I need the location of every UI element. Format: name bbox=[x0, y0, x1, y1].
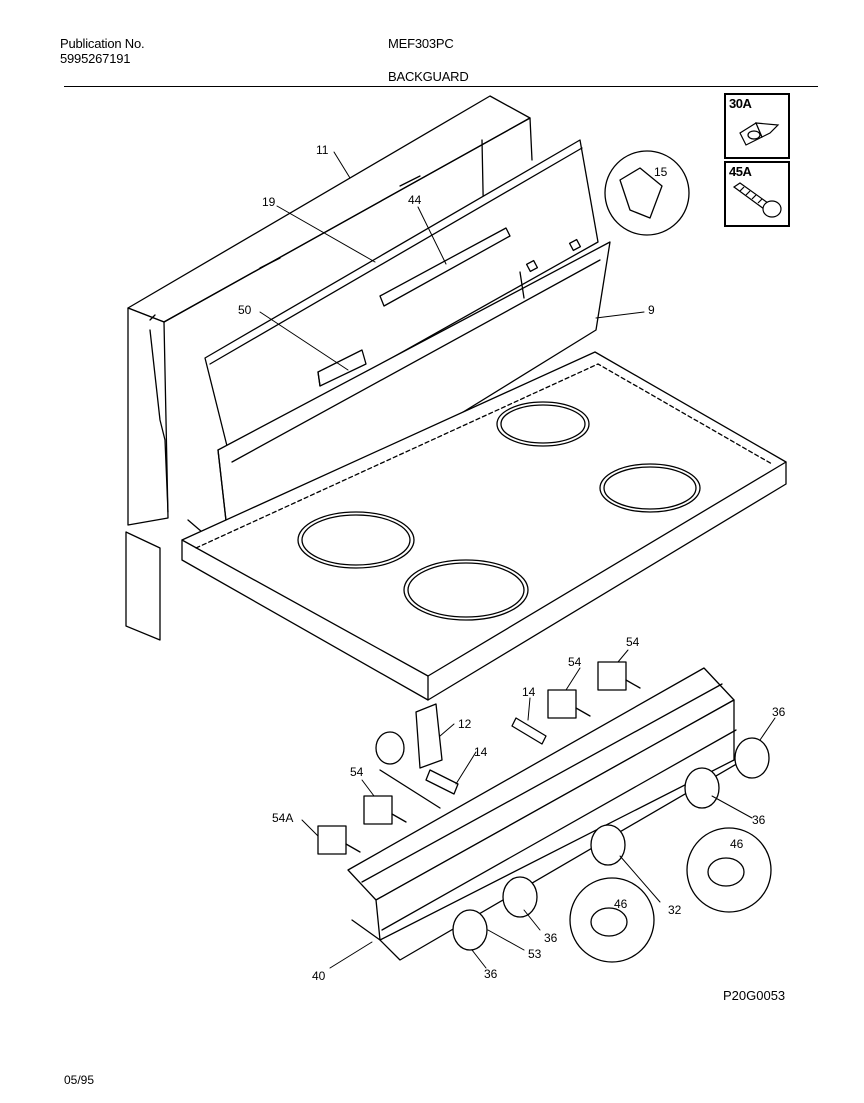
callout-46-mid: 46 bbox=[614, 897, 628, 911]
callout-15: 15 bbox=[654, 165, 668, 179]
callout-40: 40 bbox=[312, 969, 326, 983]
callout-44: 44 bbox=[408, 193, 422, 207]
figure-reference-code: P20G0053 bbox=[723, 988, 786, 1003]
callout-53: 53 bbox=[528, 947, 542, 961]
callout-14-top: 14 bbox=[522, 685, 536, 699]
callout-labels: 11 19 44 15 50 9 54 54 14 12 14 54 54A 3… bbox=[238, 143, 786, 983]
indicator-lamps bbox=[425, 717, 547, 795]
callout-36-right: 36 bbox=[772, 705, 786, 719]
inset-part-45a: 45A bbox=[724, 161, 790, 227]
inset-30a-label: 30A bbox=[729, 96, 752, 111]
screw-icon bbox=[732, 182, 782, 218]
control-manifold bbox=[347, 667, 765, 961]
publication-label: Publication No. bbox=[60, 36, 145, 51]
callout-12: 12 bbox=[458, 717, 472, 731]
callout-46-right: 46 bbox=[730, 837, 744, 851]
callout-50: 50 bbox=[238, 303, 252, 317]
bracket-detail-circle bbox=[604, 150, 690, 236]
callout-54-left: 54 bbox=[350, 765, 364, 779]
section-title: BACKGUARD bbox=[388, 69, 469, 84]
callout-32: 32 bbox=[668, 903, 682, 917]
callout-19: 19 bbox=[262, 195, 276, 209]
callout-14-mid: 14 bbox=[474, 745, 488, 759]
publication-date: 05/95 bbox=[64, 1073, 95, 1087]
publication-number: 5995267191 bbox=[60, 51, 131, 66]
callout-9: 9 bbox=[648, 303, 655, 317]
callout-54-top: 54 bbox=[626, 635, 640, 649]
model-number: MEF303PC bbox=[388, 36, 454, 51]
callout-54-mid: 54 bbox=[568, 655, 582, 669]
callout-11: 11 bbox=[316, 143, 329, 157]
wing-nut-icon bbox=[739, 122, 780, 146]
callout-36-mid: 36 bbox=[752, 813, 766, 827]
knobs bbox=[452, 737, 770, 951]
inset-part-30a: 30A bbox=[724, 93, 790, 159]
clip bbox=[317, 349, 367, 387]
callout-36-bottom: 36 bbox=[484, 967, 498, 981]
backguard-housing bbox=[125, 95, 533, 641]
switches bbox=[317, 661, 641, 855]
callout-36-low: 36 bbox=[544, 931, 558, 945]
leader-lines bbox=[259, 151, 776, 969]
knob-detail-circles bbox=[569, 827, 772, 963]
infinite-switch bbox=[375, 703, 443, 809]
header-rule bbox=[64, 86, 818, 87]
callout-54a: 54A bbox=[272, 811, 293, 825]
cooktop bbox=[181, 351, 787, 701]
trim-strip bbox=[379, 227, 511, 307]
inset-45a-label: 45A bbox=[729, 164, 752, 179]
